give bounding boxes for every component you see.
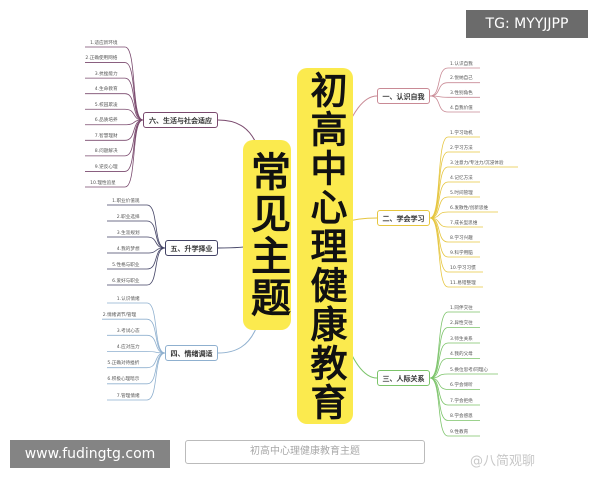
connector [107, 204, 166, 249]
leaf-topic[interactable]: 4.我的梦想 [116, 246, 140, 252]
connector [107, 247, 166, 286]
leaf-topic[interactable]: 2.悦纳自己 [450, 76, 473, 82]
connector [429, 311, 480, 379]
leaf-topic[interactable]: 7.成长型思维 [450, 220, 478, 226]
leaf-topic[interactable]: 7.学会拒绝 [450, 398, 473, 404]
watermark-bottom: www.fudingtg.com [10, 440, 170, 468]
connector [429, 82, 480, 97]
leaf-topic[interactable]: 5.校园欺凌 [94, 102, 118, 108]
leaf-topic[interactable]: 8.学会感恩 [450, 414, 473, 419]
connector [102, 318, 166, 354]
leaf-topic[interactable]: 10.学习习惯 [450, 265, 476, 271]
leaf-topic[interactable]: 2.情绪调节/管理 [102, 312, 137, 318]
leaf-topic[interactable]: 3.性别角色 [450, 90, 473, 96]
connector [85, 46, 144, 121]
banner-main-title: 初高中心理健康教育 [297, 68, 353, 424]
branch-node[interactable]: 六、生活与社会适应 [143, 112, 218, 128]
leaf-topic[interactable]: 6.品质培养 [94, 118, 118, 124]
leaf-topic[interactable]: 4.生命教育 [94, 87, 118, 93]
leaf-topic[interactable]: 2.学习方法 [450, 145, 473, 151]
leaf-topic[interactable]: 3.生涯规划 [116, 230, 140, 236]
leaf-topic[interactable]: 3.抗挫能力 [94, 71, 118, 77]
connector [429, 342, 480, 379]
leaf-topic[interactable]: 7.智慧理财 [94, 133, 118, 139]
connector [85, 108, 144, 121]
connector [429, 373, 498, 379]
connector [107, 220, 166, 249]
center-topic[interactable]: 初高中心理健康教育主题 [185, 440, 425, 464]
connector [429, 95, 480, 113]
leaf-topic[interactable]: 3.注意力/专注力/沉浸体验 [450, 160, 504, 166]
leaf-topic[interactable]: 5.正确对待挫折 [107, 361, 140, 367]
leaf-topic[interactable]: 3.师生关系 [450, 336, 473, 342]
banner-common-topics: 常见主题 [243, 140, 291, 330]
leaf-topic[interactable]: 4.应对压力 [116, 345, 140, 350]
leaf-topic[interactable]: 1.认识自我 [450, 61, 473, 67]
connector [429, 377, 480, 437]
leaf-topic[interactable]: 5.性格与职业 [112, 262, 140, 268]
leaf-topic[interactable]: 5.换位思考/同理心 [450, 367, 489, 373]
connector [429, 151, 480, 219]
branch-node[interactable]: 五、升学择业 [165, 240, 218, 256]
leaf-topic[interactable]: 7.管理情绪 [116, 393, 140, 399]
connector [85, 93, 144, 121]
leaf-topic[interactable]: 1.职业价值观 [112, 198, 140, 204]
connector [107, 351, 166, 354]
connector [429, 181, 480, 219]
connector [429, 136, 480, 219]
leaf-topic[interactable]: 1.认识情绪 [116, 296, 140, 302]
connector [85, 77, 144, 121]
leaf-topic[interactable]: 1.学习动机 [450, 130, 473, 136]
leaf-topic[interactable]: 1.适应新环境 [90, 40, 118, 46]
connector [429, 358, 480, 379]
leaf-topic[interactable]: 6.学会倾听 [450, 383, 473, 388]
connector [107, 352, 166, 401]
leaf-topic[interactable]: 9.性教育 [450, 429, 469, 435]
leaf-topic[interactable]: 6.爱好与职业 [112, 278, 140, 284]
watermark-top: TG: MYYJJPP [466, 10, 588, 38]
leaf-topic[interactable]: 9.逆反心理 [94, 164, 118, 170]
connector [107, 334, 166, 354]
leaf-topic[interactable]: 3.考试心态 [116, 328, 140, 334]
leaf-topic[interactable]: 9.科学用脑 [450, 250, 473, 256]
leaf-topic[interactable]: 4.我的父母 [450, 352, 473, 357]
connector [107, 236, 166, 249]
leaf-topic[interactable]: 5.时间管理 [450, 190, 473, 196]
connector [85, 62, 144, 121]
source-watermark: @八简观聊 [470, 454, 536, 469]
leaf-topic[interactable]: 2.正确使用网络 [85, 56, 118, 62]
connector [85, 119, 144, 172]
branch-node[interactable]: 二、学会学习 [377, 210, 430, 226]
leaf-topic[interactable]: 2.异性交往 [450, 321, 473, 326]
leaf-topic[interactable]: 4.记忆方法 [450, 175, 473, 181]
leaf-topic[interactable]: 2.职业选择 [116, 214, 140, 220]
leaf-topic[interactable]: 10.理性追星 [90, 180, 116, 186]
connector [429, 67, 480, 97]
leaf-topic[interactable]: 4.自我价值 [450, 105, 473, 111]
leaf-topic[interactable]: 8.问题解决 [94, 149, 118, 155]
leaf-topic[interactable]: 8.学习兴趣 [450, 235, 473, 241]
connector [429, 211, 498, 219]
leaf-topic[interactable]: 11.易错整理 [450, 280, 476, 286]
branch-node[interactable]: 三、人际关系 [377, 370, 430, 386]
connector [429, 217, 483, 288]
branch-node[interactable]: 四、情绪调适 [165, 345, 218, 361]
leaf-topic[interactable]: 6.发散性/创新思维 [450, 205, 489, 211]
connector [85, 119, 144, 188]
leaf-topic[interactable]: 1.同伴交往 [450, 305, 473, 311]
connector [429, 196, 480, 219]
branch-node[interactable]: 一、认识自我 [377, 88, 430, 104]
leaf-topic[interactable]: 6.积极心理暗示 [107, 377, 140, 383]
connector [107, 302, 166, 354]
